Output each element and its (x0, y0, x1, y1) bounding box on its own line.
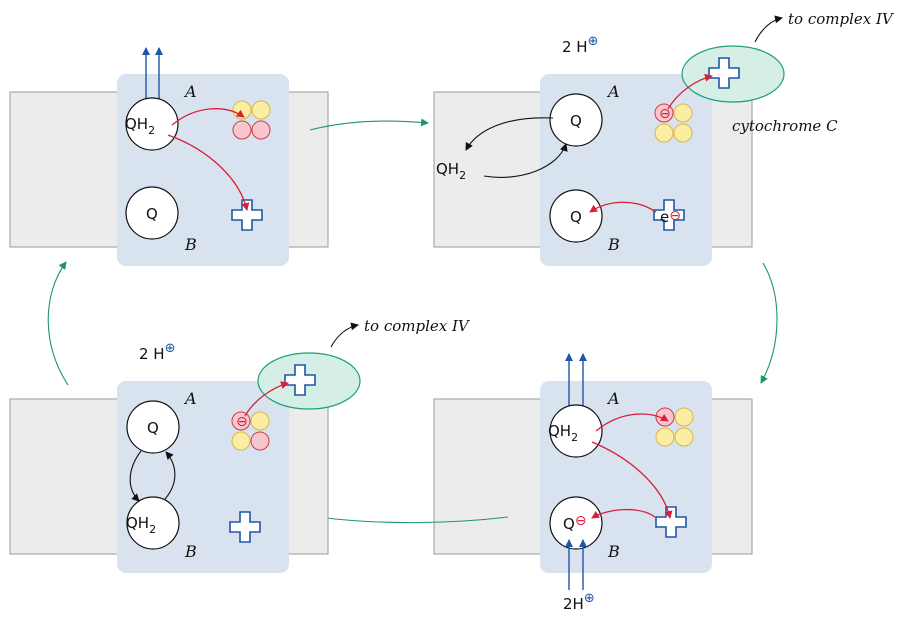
export-arrow (331, 325, 358, 347)
to-complex-iv-label: to complex IV (788, 10, 895, 28)
site-a-label: A (183, 82, 197, 101)
cytochrome-c-label: cytochrome C (732, 117, 838, 135)
proton-label: 2H⊕ (563, 591, 595, 613)
q-label: Q (570, 112, 582, 130)
panel-step-2: 2 H⊕ Q A ⊖ QH2 Q B e⊖ to complex IV cyto… (434, 10, 895, 266)
panel-step-1: QH2 A Q B (10, 48, 328, 266)
export-arrow (755, 18, 782, 42)
panel-step-4: 2 H⊕ Q A ⊖ QH2 B to complex IV (10, 317, 471, 573)
panel-step-3: QH2 A Q⊖ B 2H⊕ (434, 354, 752, 613)
proton-label: 2 H⊕ (562, 34, 599, 56)
q-label: Q (570, 208, 582, 226)
site-b-label: B (607, 542, 620, 561)
to-complex-iv-label: to complex IV (364, 317, 471, 335)
site-b-label: B (184, 542, 197, 561)
q-label: Q (147, 419, 159, 437)
site-a-label: A (183, 389, 197, 408)
electron-label: e⊖ (660, 208, 681, 226)
cycle-arrow (761, 263, 777, 383)
proton-label: 2 H⊕ (139, 341, 176, 363)
cycle-arrow (48, 262, 68, 385)
site-a-label: A (606, 82, 620, 101)
site-b-label: B (184, 235, 197, 254)
site-a-label: A (606, 389, 620, 408)
charge-minus-label: ⊖ (236, 414, 248, 430)
site-b-label: B (607, 235, 620, 254)
q-label: Q (146, 205, 158, 223)
